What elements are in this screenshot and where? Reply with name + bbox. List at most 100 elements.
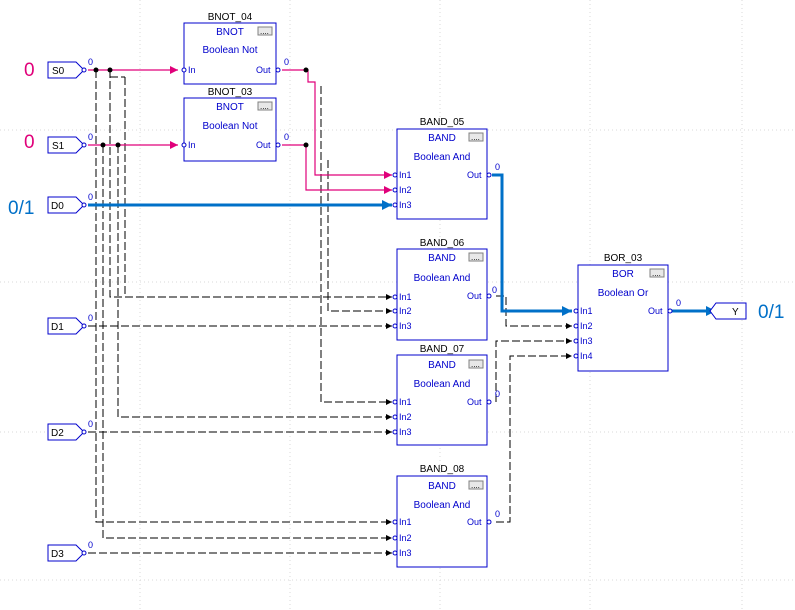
block-bnot-04-menu-button[interactable]: [257, 26, 273, 36]
block-bor-03-description: Boolean Or: [598, 288, 649, 299]
block-band-08-pin-in3: In3: [399, 548, 412, 558]
block-bnot-03-description: Boolean Not: [202, 121, 257, 132]
wire-bnot03-band05[interactable]: [282, 144, 392, 191]
block-band-08-type: BAND: [428, 481, 456, 492]
block-bor-03-menu-button[interactable]: [649, 268, 665, 278]
block-band-06-pin-in2: In2: [399, 306, 412, 316]
block-band-05-out-value: 0: [495, 162, 500, 172]
wire-band07-bor[interactable]: [495, 340, 572, 402]
wire-bnot04-band05[interactable]: [282, 69, 392, 176]
block-band-05-description: Boolean And: [414, 152, 471, 163]
wire-s0-band08[interactable]: [95, 70, 392, 523]
input-d1[interactable]: D1 0: [47, 313, 93, 335]
annotation-s0-value: 0: [24, 60, 35, 81]
input-s1[interactable]: S1 0: [47, 132, 93, 154]
annotation-s1-value: 0: [24, 132, 35, 153]
input-d0[interactable]: D0 0: [47, 192, 93, 214]
block-band-08-out-value: 0: [495, 509, 500, 519]
block-bnot-03-type: BNOT: [216, 102, 244, 113]
bor03-out-value: 0: [676, 298, 681, 308]
block-band-08-description: Boolean And: [414, 500, 471, 511]
block-bor-03-pin-in3: In3: [580, 336, 593, 346]
block-band-06-pin-in1: In1: [399, 292, 412, 302]
input-s1-label: S1: [52, 141, 65, 152]
input-d1-value: 0: [88, 313, 93, 323]
block-bnot-04-button-label: ....: [260, 27, 269, 36]
input-s0[interactable]: S0 0: [47, 57, 93, 79]
block-bnot-03-name: BNOT_03: [208, 87, 253, 98]
block-band-07-description: Boolean And: [414, 379, 471, 390]
block-band-06-menu-button[interactable]: [468, 252, 484, 262]
wire-s0-band06[interactable]: [109, 70, 392, 298]
annotations: 0 0 0/1 0/1: [8, 60, 784, 323]
block-band-07-type: BAND: [428, 360, 456, 371]
block-bor-03[interactable]: BOR_03 .... BOR Boolean Or In1 In2 In3 I…: [573, 253, 673, 372]
block-band-06-pin-out: Out: [467, 291, 482, 301]
block-band-07-menu-button[interactable]: [468, 359, 484, 369]
input-s0-label: S0: [52, 66, 65, 77]
block-bor-03-pin-in4: In4: [580, 351, 593, 361]
block-band-06-description: Boolean And: [414, 273, 471, 284]
block-bnot-04-description: Boolean Not: [202, 45, 257, 56]
output-y[interactable]: Y 0: [676, 298, 747, 320]
block-bnot-04-pin-in: In: [188, 65, 196, 75]
block-bnot-03-pin-in: In: [188, 140, 196, 150]
block-bnot-04[interactable]: BNOT_04 .... BNOT Boolean Not In Out 0: [181, 12, 289, 85]
wire-band08-bor[interactable]: [496, 355, 572, 523]
block-band-05-menu-button[interactable]: [468, 132, 484, 142]
input-s1-value: 0: [88, 132, 93, 142]
annotation-y-value: 0/1: [758, 302, 784, 323]
block-bnot-03-out-value: 0: [284, 132, 289, 142]
block-band-06[interactable]: BAND_06 .... BAND Boolean And In1 In2 In…: [392, 238, 497, 341]
wire-bnot03-band06[interactable]: [327, 160, 392, 312]
block-band-07-out-value: 0: [495, 389, 500, 399]
block-band-07-pin-in1: In1: [399, 397, 412, 407]
block-band-07[interactable]: BAND_07 .... BAND Boolean And In1 In2 In…: [392, 344, 500, 446]
block-band-08[interactable]: BAND_08 .... BAND Boolean And In1 In2 In…: [392, 464, 500, 568]
block-band-08-name: BAND_08: [420, 464, 465, 475]
wire-s1-band07[interactable]: [117, 145, 392, 418]
block-bnot-04-name: BNOT_04: [208, 12, 253, 23]
block-bor-03-pin-in1: In1: [580, 306, 593, 316]
block-band-06-out-value: 0: [492, 285, 497, 295]
block-band-08-pin-in2: In2: [399, 533, 412, 543]
block-bnot-04-type: BNOT: [216, 27, 244, 38]
input-s0-value: 0: [88, 57, 93, 67]
block-band-05-type: BAND: [428, 133, 456, 144]
block-bnot-04-out-value: 0: [284, 57, 289, 67]
block-band-05-button-label: ....: [471, 133, 480, 142]
junction-dots: [93, 67, 309, 148]
active-red-wires: [88, 69, 392, 191]
input-d3[interactable]: D3 0: [47, 540, 93, 562]
block-band-08-pin-in1: In1: [399, 517, 412, 527]
block-band-05[interactable]: BAND_05 .... BAND Boolean And In1 In2 In…: [392, 117, 500, 220]
block-band-08-pin-out: Out: [467, 517, 482, 527]
block-bor-03-type: BOR: [612, 269, 634, 280]
output-y-label: Y: [732, 307, 739, 318]
block-bnot-03[interactable]: BNOT_03 .... BNOT Boolean Not In Out 0: [181, 87, 289, 162]
block-band-05-pin-in1: In1: [399, 170, 412, 180]
input-d2-label: D2: [51, 428, 64, 439]
input-d3-label: D3: [51, 549, 64, 560]
block-band-08-button-label: ....: [471, 481, 480, 490]
input-d3-value: 0: [88, 540, 93, 550]
input-d1-label: D1: [51, 322, 64, 333]
block-band-07-button-label: ....: [471, 360, 480, 369]
block-bnot-03-button-label: ....: [260, 102, 269, 111]
block-band-06-type: BAND: [428, 253, 456, 264]
input-d2[interactable]: D2 0: [47, 419, 93, 441]
wire-band05-bor[interactable]: [492, 173, 572, 313]
block-band-07-pin-out: Out: [467, 397, 482, 407]
input-d0-label: D0: [51, 201, 64, 212]
block-band-06-pin-in3: In3: [399, 321, 412, 331]
block-band-08-menu-button[interactable]: [468, 480, 484, 490]
wire-bnot04-band06[interactable]: [320, 86, 392, 403]
block-bnot-03-menu-button[interactable]: [257, 101, 273, 111]
block-band-07-pin-in2: In2: [399, 412, 412, 422]
block-band-05-name: BAND_05: [420, 117, 465, 128]
wire-s1-band08[interactable]: [102, 145, 392, 539]
block-band-05-pin-in2: In2: [399, 185, 412, 195]
inactive-wires: [88, 70, 572, 554]
block-bnot-03-pin-out: Out: [256, 140, 271, 150]
block-bor-03-pin-out: Out: [648, 306, 663, 316]
